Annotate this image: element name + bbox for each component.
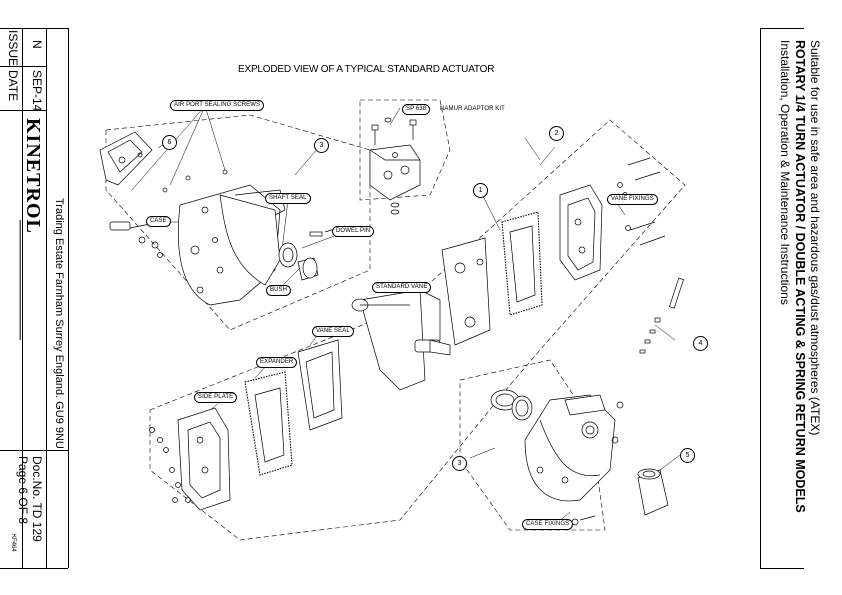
callout-4: 4 (693, 336, 708, 351)
label-dowel-pin: DOWEL PIN (332, 226, 375, 237)
callout-5: 5 (680, 448, 695, 463)
callout-1: 1 (473, 183, 488, 198)
group-outline-namur (359, 99, 451, 201)
label-vane-seal: VANE SEAL (312, 326, 354, 337)
issue-value: N (30, 40, 44, 49)
title-line-2: ROTARY 1/4 TURN ACTUATOR / DOUBLE ACTING… (793, 40, 807, 513)
date-label: DATE (6, 70, 20, 102)
left-title-block: ISSUE N DATE SEP-14 KINETROL Trading Est… (0, 0, 70, 595)
callout-6: 6 (162, 135, 177, 150)
vane-seal (297, 339, 343, 431)
label-expander: EXPANDER (256, 357, 298, 368)
exploded-view-drawing: EXPLODED VIEW OF A TYPICAL STANDARD ACTU… (70, 0, 760, 595)
right-title-block: Installation, Operation & Maintenance In… (760, 0, 842, 595)
page-number: Page 6 OF 8 (16, 456, 30, 525)
shaft-seal-bush (278, 225, 346, 281)
exploded-view-svg (99, 99, 686, 541)
part-6-bracket (99, 131, 153, 186)
brand-logo: KINETROL (22, 118, 44, 234)
doc-number: Doc.No. TD 129 (30, 456, 44, 542)
part-1-plates (441, 211, 543, 346)
label-bush: BUSH (266, 285, 292, 296)
label-sp638: SP 638 (402, 104, 431, 115)
callout-3-bottom: 3 (452, 456, 467, 471)
fine-print-graphic (19, 220, 21, 340)
issue-label: ISSUE (6, 30, 20, 67)
label-case-fixings: CASE FIXINGS (522, 519, 574, 530)
side-plate (149, 407, 231, 511)
title-line-3: Suitable for use in safe area and hazard… (808, 40, 822, 436)
label-side-plate: SIDE PLATE (194, 392, 238, 403)
standard-vane (351, 289, 451, 391)
fine-print (17, 220, 22, 340)
namur-adaptor (369, 117, 421, 215)
doc-code: KF464 (10, 534, 16, 552)
vane-fixings-plate (559, 157, 666, 281)
group-outline-left (105, 114, 371, 331)
label-namur-adaptor-kit: NAMUR ADAPTOR KIT (440, 106, 505, 112)
case-right (490, 389, 624, 526)
label-air-port-sealing-screws: AIR PORT SEALING SCREWS (170, 100, 265, 111)
label-standard-vane: STANDARD VANE (372, 282, 432, 293)
drawing-heading: EXPLODED VIEW OF A TYPICAL STANDARD ACTU… (238, 64, 495, 75)
date-value: SEP-14 (30, 70, 44, 112)
case-left (109, 169, 286, 306)
expander (244, 371, 293, 476)
label-case: CASE (146, 216, 171, 227)
part-5-sleeve (637, 468, 669, 516)
label-vane-fixings: VANE FIXINGS (607, 194, 658, 205)
group-outline-main (149, 119, 686, 541)
address-text: Trading Estate Farnham Surrey England. G… (53, 198, 65, 449)
part-4-pin (639, 277, 684, 354)
title-line-1: Installation, Operation & Maintenance In… (778, 40, 792, 305)
label-shaft-seal: SHAFT SEAL (265, 193, 311, 204)
callout-3-top: 3 (314, 138, 329, 153)
callout-2: 2 (549, 126, 564, 141)
